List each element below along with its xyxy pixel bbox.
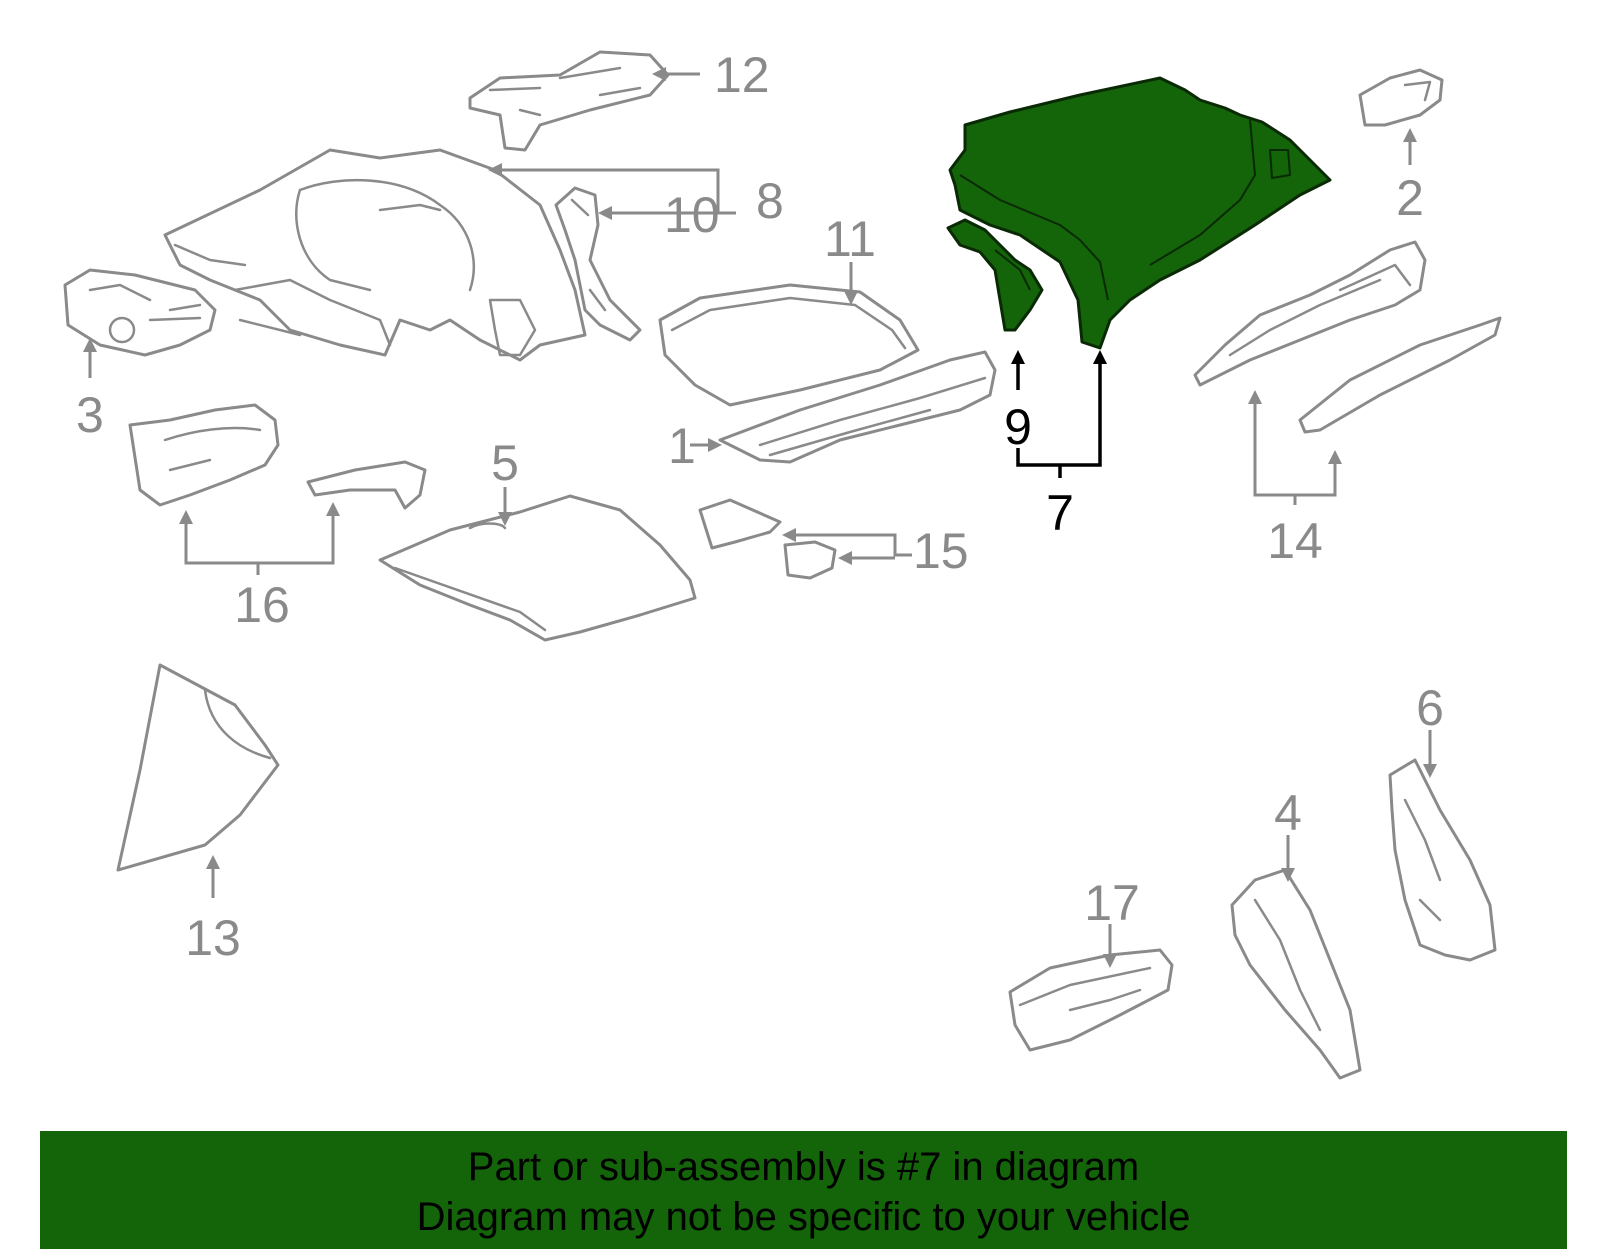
callout-14: 14 [1267,513,1323,569]
callout-12: 12 [714,47,770,103]
callout-16: 16 [234,577,290,633]
callout-6: 6 [1416,680,1444,736]
banner-line-disclaimer: Diagram may not be specific to your vehi… [416,1195,1191,1239]
callout-10: 10 [664,187,720,243]
part-6-side-bracket [1388,758,1497,962]
info-banner: Part or sub-assembly is #7 in diagram Di… [40,1131,1567,1249]
callout-3: 3 [76,387,104,443]
part-2-clip [1358,68,1444,127]
part-17-box [1008,948,1174,1052]
part-10-bracket [554,186,642,342]
callout-4: 4 [1274,785,1302,841]
callout-13: 13 [185,910,241,966]
part-8-instrument-panel [163,148,587,362]
part-1-vent-strip [718,350,997,464]
callout-7: 7 [1046,485,1074,541]
part-5-panel [378,494,697,642]
callout-2: 2 [1396,170,1424,226]
callout-11: 11 [824,211,876,267]
callout-labels: 12 8 10 3 11 1 2 9 7 14 5 15 16 6 4 17 1… [76,47,1444,966]
callout-5: 5 [491,435,519,491]
part-11-pad [658,283,920,407]
part-16-handle [128,403,427,510]
leader-lines [83,67,1437,968]
callout-15: 15 [913,523,969,579]
part-13-side-panel [116,663,280,872]
callout-1: 1 [668,418,696,474]
callout-17: 17 [1084,875,1140,931]
part-15-clips [698,498,837,580]
part-14-trim [1193,240,1502,434]
callout-9: 9 [1004,399,1032,455]
banner-line-part: Part or sub-assembly is #7 in diagram [467,1145,1140,1189]
part-12-bracket [468,50,670,152]
part-4-bracket [1230,868,1362,1080]
callout-8: 8 [756,173,784,229]
part-7-glove-box-highlighted [946,76,1332,350]
part-3-vent [63,268,217,357]
